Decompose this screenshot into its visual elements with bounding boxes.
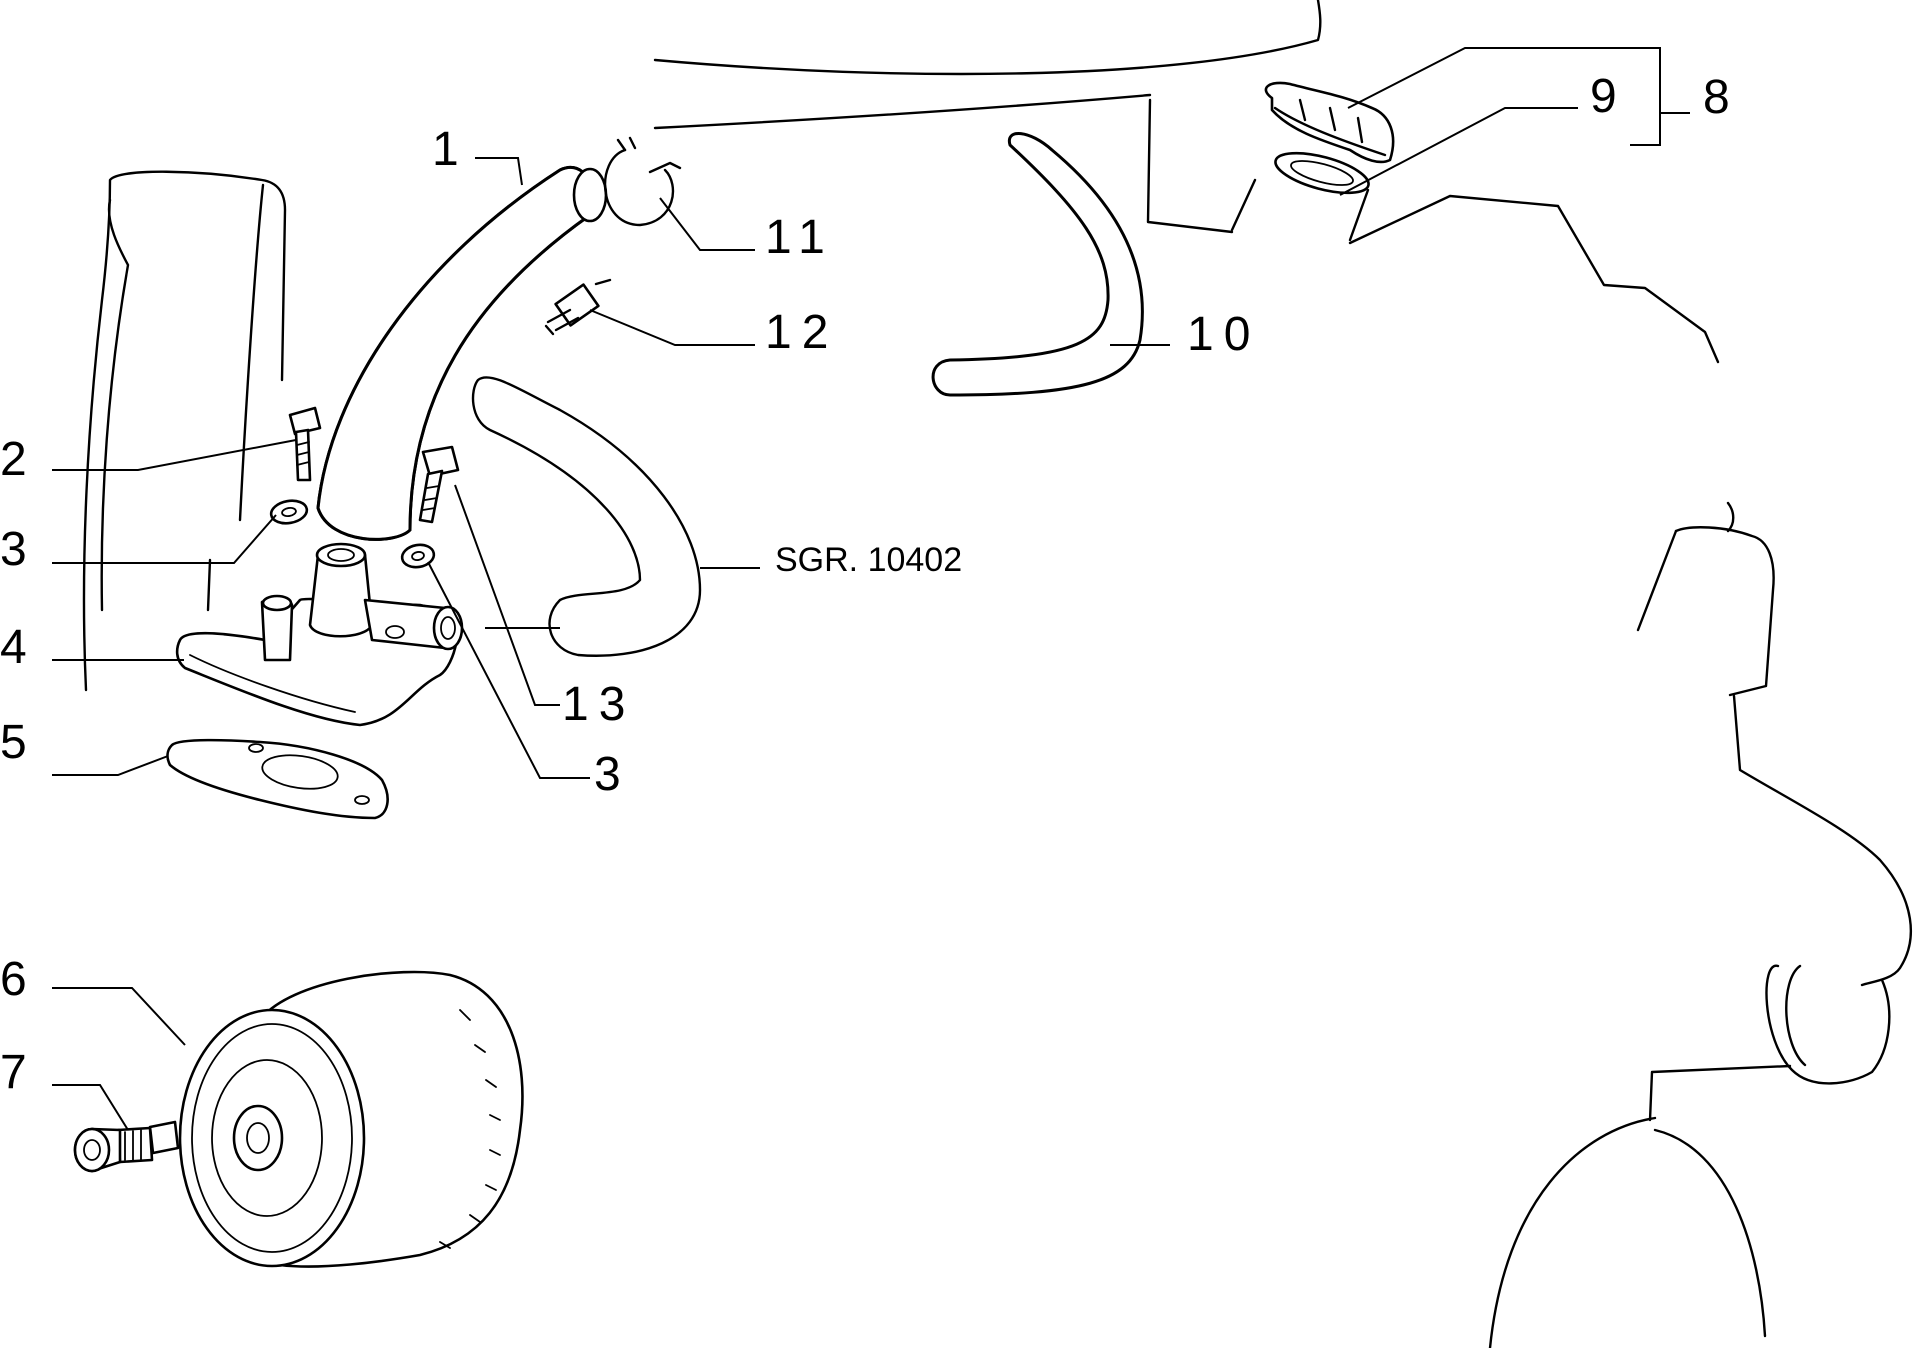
callout-4: 4 bbox=[0, 621, 37, 674]
callout-7: 7 bbox=[0, 1046, 37, 1099]
part-10-curved-hose bbox=[931, 132, 1144, 397]
part-12-sensor-fitting bbox=[544, 278, 612, 336]
part-8-filler-cap bbox=[1264, 81, 1395, 164]
part-3-washer-left bbox=[269, 499, 309, 525]
callout-1: 1 bbox=[432, 123, 469, 176]
callout-labels: 1 2 3 4 5 6 7 8 9 10 11 12 13 3 SGR. 104… bbox=[0, 70, 1740, 1099]
reference-hose-outline bbox=[471, 376, 702, 657]
part-6-oil-filter bbox=[178, 970, 524, 1268]
leader-lines bbox=[52, 47, 1690, 1131]
callout-12: 12 bbox=[765, 306, 838, 359]
part-2-bolt bbox=[288, 406, 322, 482]
callout-3-left: 3 bbox=[0, 523, 37, 576]
reference-label: SGR. 10402 bbox=[775, 541, 962, 579]
callout-6: 6 bbox=[0, 953, 37, 1006]
part-7-threaded-nipple bbox=[73, 1120, 180, 1173]
part-3-washer-right bbox=[400, 543, 436, 569]
part-11-hose-clamp bbox=[603, 136, 682, 227]
callout-13: 13 bbox=[562, 678, 635, 731]
callout-9: 9 bbox=[1590, 70, 1627, 123]
callout-8: 8 bbox=[1703, 71, 1740, 124]
callout-11: 11 bbox=[765, 211, 835, 264]
callout-2: 2 bbox=[0, 433, 37, 486]
callout-5: 5 bbox=[0, 716, 37, 769]
part-4-thermostat-housing bbox=[175, 542, 464, 727]
engine-outline bbox=[653, 0, 1912, 1348]
filler-neck bbox=[1230, 178, 1370, 242]
cylinder-head-outline bbox=[82, 170, 287, 692]
part-1-hose bbox=[316, 166, 608, 541]
callout-10: 10 bbox=[1187, 308, 1260, 361]
part-13-bolt bbox=[418, 445, 460, 524]
part-9-cap-seal bbox=[1274, 151, 1370, 195]
callout-3-right: 3 bbox=[594, 748, 631, 801]
part-5-gasket bbox=[166, 738, 389, 820]
